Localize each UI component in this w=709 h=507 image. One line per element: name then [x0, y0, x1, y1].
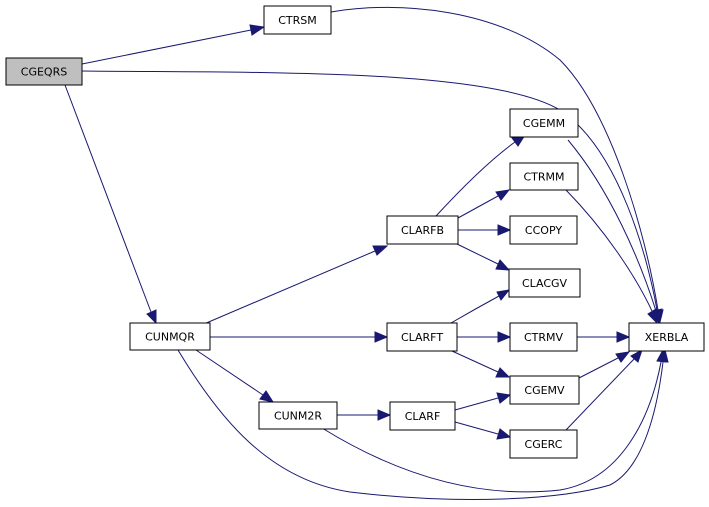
- edge-ctrmv-xerbla-arrow: [616, 331, 631, 343]
- edge-cunmqr-cunm2r-arrow: [259, 390, 275, 403]
- node-ccopy[interactable]: CCOPY: [509, 215, 578, 245]
- node-label: CTRSM: [278, 14, 317, 27]
- node-clacgv[interactable]: CLACGV: [508, 268, 581, 298]
- node-clarfb[interactable]: CLARFB: [386, 215, 459, 245]
- node-cgeqrs[interactable]: CGEQRS: [5, 57, 83, 86]
- edge-clarft-cgemv: [451, 350, 499, 373]
- edge-cgerc-xerbla: [565, 358, 635, 431]
- edge-cgeqrs-xerbla: [81, 70, 658, 311]
- node-label: CGEMM: [523, 117, 565, 130]
- edges: [64, 6, 669, 500]
- node-ctrsm[interactable]: CTRSM: [263, 5, 332, 35]
- node-cunmqr[interactable]: CUNMQR: [129, 322, 211, 351]
- edge-clarfb-clacgv-arrow: [495, 259, 511, 271]
- node-label: CLARFB: [401, 224, 444, 237]
- node-label: CLARF: [405, 410, 441, 423]
- edge-clarfb-ctrmm: [457, 195, 499, 219]
- node-cgemv[interactable]: CGEMV: [509, 375, 580, 405]
- node-cgerc[interactable]: CGERC: [509, 429, 578, 459]
- node-clarf[interactable]: CLARF: [389, 401, 456, 431]
- node-clarft[interactable]: CLARFT: [386, 322, 458, 352]
- edge-clarf-cgerc: [454, 421, 499, 435]
- edge-cunm2r-clarf-arrow: [377, 409, 392, 421]
- edge-ctrsm-xerbla: [330, 6, 659, 311]
- edge-clarf-cgemv-arrow: [496, 392, 512, 404]
- edge-cunmqr-clarft-arrow: [374, 331, 389, 343]
- edge-clarft-clacgv: [450, 295, 500, 324]
- edge-clarft-clacgv-arrow: [496, 289, 511, 301]
- node-label: CCOPY: [525, 224, 562, 237]
- node-label: CTRMV: [524, 331, 564, 344]
- edge-cunmqr-clarfb-arrow: [372, 245, 389, 256]
- edge-clarfb-clacgv: [456, 243, 499, 265]
- edge-clarfb-ctrmm-arrow: [495, 189, 511, 201]
- edge-cunmqr-cunm2r: [195, 349, 264, 396]
- node-label: CLARFT: [401, 331, 443, 344]
- node-label: CGEMV: [524, 384, 565, 397]
- node-cunm2r[interactable]: CUNM2R: [258, 401, 338, 430]
- edge-cunm2r-xerbla-arrow: [656, 348, 667, 363]
- edge-cunm2r-xerbla: [321, 361, 662, 493]
- edge-clarft-ctrmv-arrow: [497, 331, 512, 343]
- node-label: CUNM2R: [274, 410, 322, 423]
- node-label: CLACGV: [522, 277, 568, 290]
- edge-cunmqr-clarfb: [203, 250, 376, 325]
- edge-cgemv-xerbla-arrow: [615, 351, 631, 363]
- node-ctrmm[interactable]: CTRMM: [509, 162, 579, 191]
- node-cgemm[interactable]: CGEMM: [509, 108, 579, 138]
- edge-cgeqrs-cunmqr: [64, 84, 152, 313]
- edge-clarfb-ccopy-arrow: [497, 224, 512, 236]
- edge-cgemm-xerbla: [567, 139, 657, 312]
- node-label: CUNMQR: [145, 331, 195, 344]
- edge-cgeqrs-cunmqr-arrow: [146, 309, 157, 325]
- edge-clarf-cgerc-arrow: [496, 428, 512, 440]
- edge-clarft-cgemv-arrow: [495, 367, 511, 378]
- edge-cunmqr-xerbla: [177, 349, 664, 500]
- edge-clarfb-cgemm: [435, 141, 516, 217]
- edge-cgerc-xerbla-arrow: [630, 348, 643, 363]
- node-ctrmv[interactable]: CTRMV: [509, 322, 578, 352]
- node-label: CGEQRS: [21, 66, 67, 79]
- node-label: CTRMM: [523, 171, 564, 184]
- edge-ctrmm-xerbla-arrow: [647, 308, 658, 325]
- edge-clarf-cgemv: [454, 397, 499, 411]
- edge-ctrmm-xerbla: [565, 189, 653, 312]
- node-label: CGERC: [525, 438, 563, 451]
- node-xerbla[interactable]: XERBLA: [628, 322, 705, 352]
- node-label: XERBLA: [645, 331, 689, 344]
- edge-cgemv-xerbla: [578, 357, 619, 379]
- edge-cgeqrs-ctrsm-arrow: [249, 24, 266, 36]
- edge-cgeqrs-ctrsm: [81, 29, 252, 65]
